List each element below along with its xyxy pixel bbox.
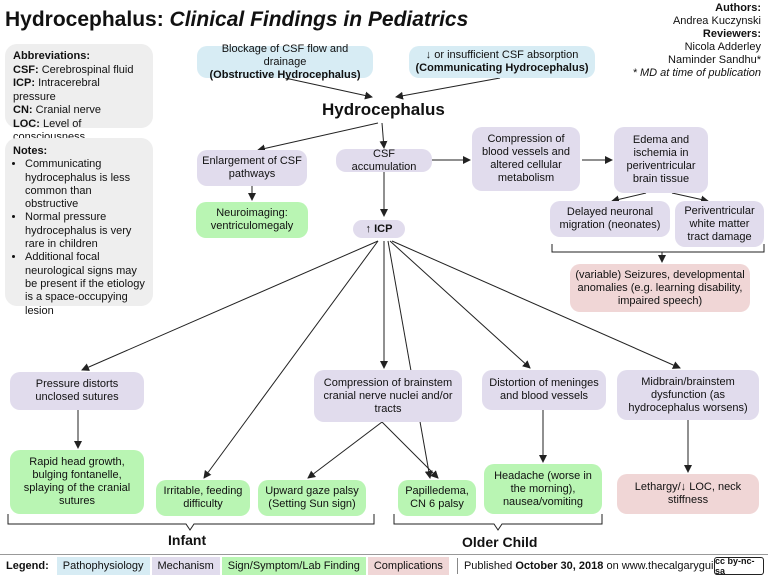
notes-list: Communicating hydrocephalus is less comm… (13, 158, 145, 318)
legend-item-mechanism: Mechanism (151, 557, 220, 575)
legend-item-complications: Complications (367, 557, 449, 575)
abbreviation-item: CN: Cranial nerve (13, 104, 145, 118)
title-sub: Clinical Findings in Pediatrics (169, 8, 469, 31)
node-neuroimaging: Neuroimaging: ventriculomegaly (196, 202, 308, 238)
node-irritable: Irritable, feeding difficulty (156, 480, 250, 516)
abbreviation-term: ICP: (13, 77, 35, 89)
reviewer-name: Naminder Sandhu* (668, 54, 761, 66)
node-blockage: Blockage of CSF flow and drainage (Obstr… (197, 43, 373, 81)
node-brainstem-compression: Compression of brainstem cranial nerve n… (314, 370, 462, 422)
legend-item-sign: Sign/Symptom/Lab Finding (221, 557, 366, 575)
node-headache: Headache (worse in the morning), nausea/… (484, 464, 602, 514)
published-site: on www.thecalgaryguide.com (606, 560, 750, 572)
node-midbrain: Midbrain/brainstem dysfunction (as hydro… (617, 370, 759, 420)
published-date: October 30, 2018 (515, 560, 604, 572)
authors-heading: Authors: (715, 2, 761, 14)
legend-bar: Legend: Pathophysiology Mechanism Sign/S… (0, 554, 768, 577)
abbreviation-definition: Cranial nerve (35, 104, 102, 116)
group-label-older-child: Older Child (462, 534, 538, 550)
abbreviation-term: CSF: (13, 63, 39, 76)
reviewers-heading: Reviewers: (702, 28, 761, 40)
note-item: Communicating hydrocephalus is less comm… (25, 158, 145, 211)
published-prefix: Published (463, 560, 513, 572)
reviewer-name: Nicola Adderley (684, 41, 761, 53)
arrow-blockage-hydrocephalus (284, 77, 373, 100)
node-upward-gaze: Upward gaze palsy (Setting Sun sign) (258, 480, 366, 516)
node-rapid-head: Rapid head growth, bulging fontanelle, s… (10, 450, 144, 514)
title-main: Hydrocephalus: (5, 8, 164, 31)
node-pressure-sutures: Pressure distorts unclosed sutures (10, 372, 144, 410)
legend-label: Legend: (6, 560, 49, 572)
node-lethargy: Lethargy/↓ LOC, neck stiffness (617, 474, 759, 514)
arrow-hydrocephalus-enlargement (257, 122, 379, 153)
arrow-brainstem-upward (307, 421, 383, 479)
author-name: Andrea Kuczynski (672, 15, 761, 27)
node-seizures: (variable) Seizures, developmental anoma… (570, 264, 750, 312)
node-blockage-line1: Blockage of CSF flow and drainage (221, 42, 349, 68)
node-absorption: ↓ or insufficient CSF absorption (Commun… (409, 46, 595, 78)
abbreviations-panel: Abbreviations: CSF: Cerebrospinal fluid … (5, 44, 153, 143)
arrow-absorption-hydrocephalus (395, 77, 501, 100)
node-csf-accumulation: CSF accumulation (336, 148, 432, 173)
brace-infant (7, 514, 375, 531)
abbreviation-definition: Cerebrospinal fluid (41, 63, 134, 76)
node-hydrocephalus: Hydrocephalus (322, 100, 445, 119)
abbreviation-term: CN: (13, 104, 33, 116)
node-meninges: Distortion of meninges and blood vessels (482, 370, 606, 410)
legend-divider (456, 558, 458, 574)
notes-heading: Notes: (13, 145, 48, 157)
notes-panel: Notes: Communicating hydrocephalus is le… (5, 138, 153, 317)
bracket-seizures (551, 244, 765, 253)
brace-older-child (393, 514, 603, 531)
node-blockage-text: Blockage of CSF flow and drainage (Obstr… (202, 43, 368, 82)
published-line: Published October 30, 2018 on www.thecal… (464, 560, 750, 572)
page-title: Hydrocephalus: Clinical Findings in Pedi… (5, 8, 468, 32)
node-edema: Edema and ischemia in periventricular br… (614, 127, 708, 193)
note-item: Additional focal neurological signs may … (25, 251, 145, 317)
arrow-edema-whitematter (671, 192, 709, 204)
legend-item-pathophysiology: Pathophysiology (56, 557, 150, 575)
note-item: Normal pressure hydrocephalus is very ra… (25, 211, 145, 251)
arrow-icp-midbrain (391, 240, 681, 369)
arrow-icp-papilledema (387, 240, 433, 479)
arrow-edema-delayed (611, 192, 647, 204)
node-delayed-migration: Delayed neuronal migration (neonates) (550, 201, 670, 237)
node-white-matter: Periventricular white matter tract damag… (675, 201, 764, 247)
abbreviation-definition: Intracerebral pressure (13, 77, 100, 103)
authors-block: Authors: Andrea Kuczynski Reviewers: Nic… (633, 2, 761, 80)
node-absorption-text: ↓ or insufficient CSF absorption (Commun… (416, 49, 589, 75)
node-compression-vessels: Compression of blood vessels and altered… (472, 127, 580, 191)
authors-footnote: * MD at time of publication (632, 67, 761, 79)
abbreviations-heading: Abbreviations: (13, 50, 91, 62)
node-blockage-line2: (Obstructive Hydrocephalus) (209, 68, 361, 81)
group-label-infant: Infant (168, 532, 207, 548)
node-absorption-line1: ↓ or insufficient CSF absorption (425, 49, 579, 61)
license-badge[interactable]: cc by-nc-sa (714, 556, 764, 576)
arrow-hydrocephalus-csf (379, 122, 388, 149)
node-absorption-line2: (Communicating Hydrocephalus) (415, 62, 589, 74)
node-enlargement: Enlargement of CSF pathways (197, 150, 307, 186)
node-papilledema: Papilledema, CN 6 palsy (398, 480, 476, 516)
arrow-icp-irritable (203, 240, 379, 479)
arrow-icp-meninges (389, 240, 531, 369)
arrow-brainstem-papilledema (381, 421, 439, 479)
abbreviation-item: ICP: Intracerebral pressure (13, 77, 145, 104)
node-icp: ↑ ICP (353, 220, 405, 238)
abbreviation-item: CSF: Cerebrospinal fluid (13, 64, 145, 78)
arrow-icp-pressure (81, 240, 379, 371)
abbreviation-term: LOC: (13, 117, 40, 130)
